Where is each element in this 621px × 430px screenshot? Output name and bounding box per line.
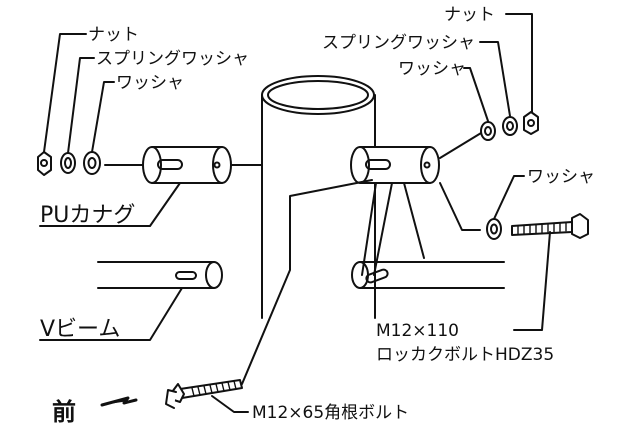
guide-line-2 [373,182,393,276]
pu-kanagu-clamp [142,146,232,184]
guide-line-3 [403,182,425,259]
left-washer-icon [83,151,101,175]
label-left-nut: ナット [88,25,139,45]
leader-left-nut [43,33,87,153]
label-right-spring-washer: スプリングワッシャ [322,33,475,53]
vertical-pipe [261,75,376,319]
leader-v-beam [39,287,183,341]
label-carriage-bolt: M12×65角根ボルト [252,403,409,423]
label-v-beam: Vビーム [40,317,120,342]
carriage-bolt-icon [165,379,243,409]
right-nut-icon [523,111,539,135]
leader-carriage-bolt [211,395,249,413]
v-beam [97,261,223,289]
label-left-spring-washer: スプリングワッシャ [96,49,249,69]
carriage-bolt-path [241,179,373,385]
label-right-washer: ワッシャ [398,59,466,79]
leader-hex-bolt [513,231,551,331]
front-arrow-icon [100,396,138,407]
right-axis-line-2 [439,182,481,231]
label-pu-kanagu: PUカナグ [40,203,135,228]
bolt-washer-icon [486,218,502,240]
leader-right-washer [463,67,489,122]
label-front: 前 [52,398,76,426]
leader-left-washer [91,81,115,153]
left-nut-icon [37,151,52,176]
right-axis-line [439,129,487,159]
label-hex-bolt-name: ロッカクボルトHDZ35 [376,345,554,365]
guide-line-1 [361,182,377,276]
left-spring-washer-icon [60,152,76,174]
leader-left-spring-washer [67,57,95,154]
label-right-nut: ナット [444,5,495,25]
hex-bolt-icon [511,213,589,239]
label-left-washer: ワッシャ [116,73,184,93]
right-spring-washer-icon [502,116,518,136]
leader-right-spring-washer [479,41,511,117]
right-clamp [350,146,440,184]
label-hex-bolt-size: M12×110 [376,321,459,341]
leader-right-nut [505,13,533,113]
leader-pu-kanagu [39,182,181,227]
right-washer-icon [480,121,496,141]
leader-bolt-washer [493,175,525,220]
label-bolt-washer: ワッシャ [527,167,595,187]
